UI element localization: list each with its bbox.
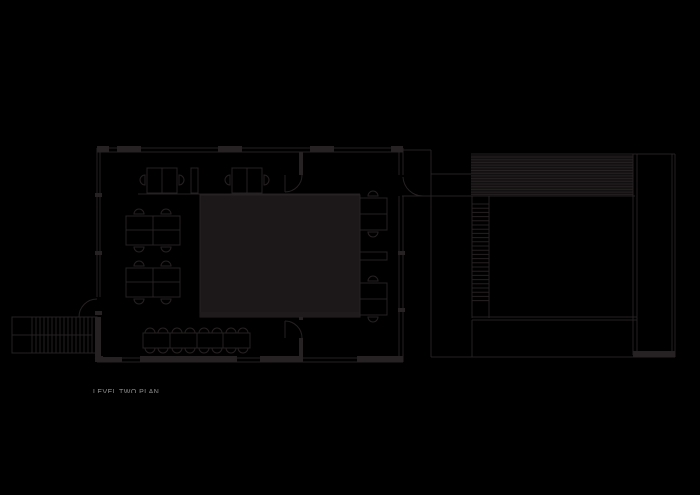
chair [367,316,379,323]
chair [144,347,156,354]
core-block-edge [200,312,360,317]
chair [160,208,172,215]
chair [157,327,169,334]
chair [133,246,145,253]
chair [133,208,145,215]
annex-stair-treads [472,203,489,302]
chair [263,174,270,186]
chair [198,347,210,354]
window-mullion [398,251,405,255]
window-mullion [398,308,405,312]
chair [184,327,196,334]
chair [211,327,223,334]
chair [367,275,379,282]
interior-wall [299,152,303,175]
wall-pier [117,146,141,152]
chair [133,298,145,305]
chair [225,347,237,354]
chair [139,174,146,186]
chair [157,347,169,354]
wall-pier [260,356,300,362]
chair [211,347,223,354]
chair [184,347,196,354]
chair [160,298,172,305]
chair [160,246,172,253]
chair [198,327,210,334]
door-arc [78,298,98,318]
core-block [199,194,361,318]
chair [237,327,249,334]
wall-pier [140,356,237,362]
window-mullion [95,251,102,255]
chair [237,347,249,354]
plan-caption: LEVEL TWO PLAN [93,389,160,393]
window-mullion [95,311,102,315]
shelf [359,251,388,261]
window-mullion [95,193,102,197]
corner-wall [95,317,101,358]
chair [225,327,237,334]
chair [224,174,231,186]
chair [367,190,379,197]
chair [144,327,156,334]
door-arc [284,174,303,193]
door-arc [402,176,424,197]
chair [133,260,145,267]
door-arc [284,320,303,339]
annex-base-bar [633,351,675,357]
louver-lines [471,156,633,196]
wall-pier [310,146,334,152]
chair [160,260,172,267]
wall-pier [218,146,242,152]
wall-pier [357,356,403,362]
corner-wall [95,357,122,362]
wall-pier [391,146,403,152]
wall-pier [97,146,109,152]
partition [190,167,199,194]
chair [171,347,183,354]
chair [178,174,185,186]
interior-wall [299,338,303,362]
chair [171,327,183,334]
chair [367,231,379,238]
